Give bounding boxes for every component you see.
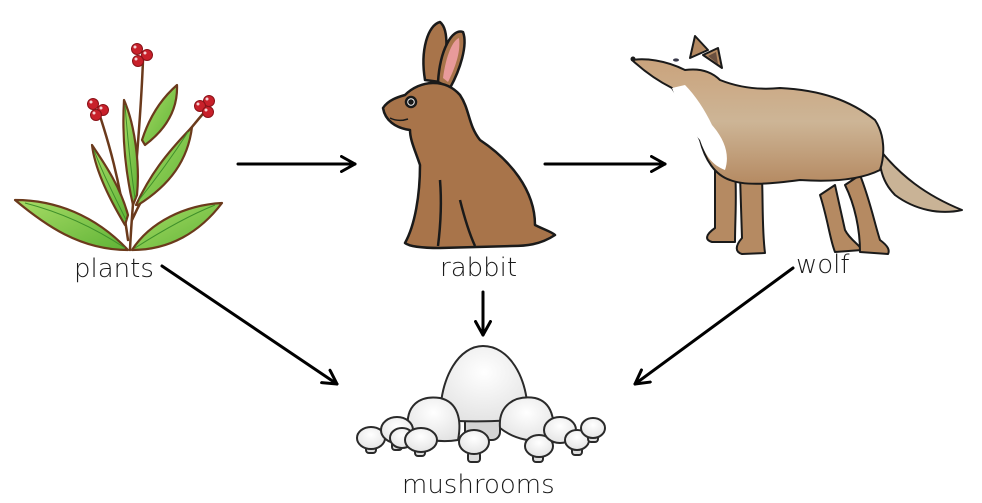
node-label-mushrooms: mushrooms — [402, 470, 555, 500]
node-label-wolf: wolf — [796, 250, 850, 280]
arrow-wolf-to-mushrooms — [633, 266, 795, 386]
plant-with-berries-icon — [13, 43, 224, 252]
mushrooms-icon — [356, 344, 606, 463]
arrow-plants-to-mushrooms — [160, 264, 339, 386]
rabbit-icon — [381, 20, 557, 250]
wolf-icon — [630, 35, 963, 255]
node-label-rabbit: rabbit — [440, 253, 518, 283]
node-label-plants: plants — [74, 254, 154, 284]
